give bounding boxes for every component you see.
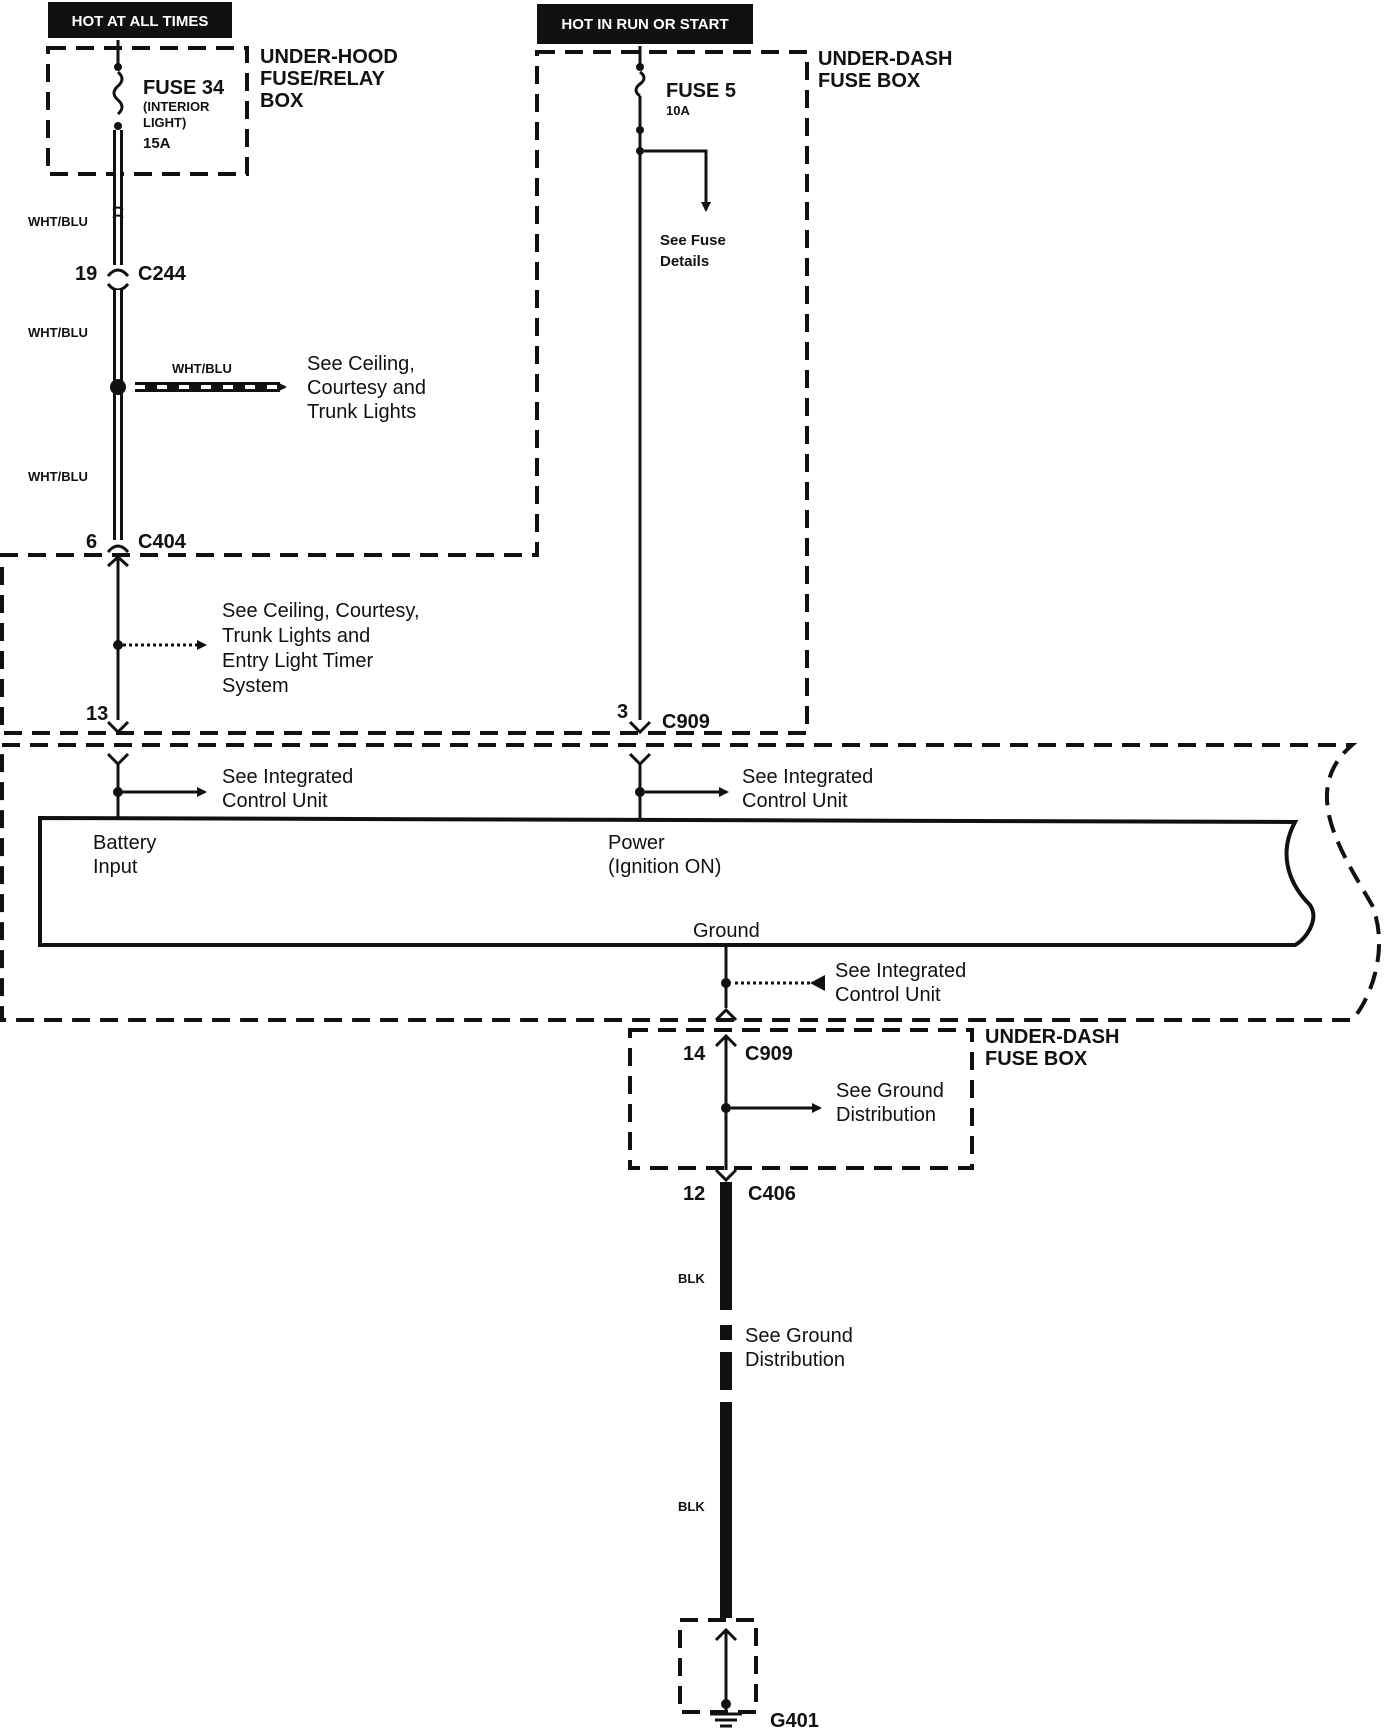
splice-point-upper bbox=[110, 379, 126, 395]
ref-icu-2: See Integrated Control Unit bbox=[742, 766, 873, 812]
branch-fuse-details bbox=[644, 149, 711, 212]
under-dash-fuse-box-lower-label: UNDER-DASH FUSE BOX bbox=[985, 1026, 1119, 1070]
control-unit-body bbox=[38, 815, 1316, 947]
svg-text:15A: 15A bbox=[143, 135, 171, 152]
svg-text:See Fuse: See Fuse bbox=[660, 232, 726, 249]
svg-text:FUSE BOX: FUSE BOX bbox=[818, 70, 921, 92]
svg-text:6: 6 bbox=[86, 531, 97, 553]
svg-text:See Integrated: See Integrated bbox=[742, 766, 873, 788]
svg-text:Control Unit: Control Unit bbox=[742, 790, 848, 812]
fuse-5: FUSE 5 10A bbox=[634, 46, 736, 720]
svg-text:(INTERIOR: (INTERIOR bbox=[143, 99, 210, 114]
svg-text:Control Unit: Control Unit bbox=[222, 790, 328, 812]
svg-text:See Integrated: See Integrated bbox=[835, 960, 966, 982]
wire-label-blk-2: BLK bbox=[678, 1499, 705, 1514]
arrow-icu-3 bbox=[810, 975, 825, 991]
splice-ground-distribution bbox=[721, 1103, 731, 1113]
svg-text:See Ground: See Ground bbox=[836, 1080, 944, 1102]
ref-icu-1: See Integrated Control Unit bbox=[222, 766, 353, 812]
svg-text:(Ignition ON): (Ignition ON) bbox=[608, 856, 721, 878]
svg-text:13: 13 bbox=[86, 703, 108, 725]
svg-text:12: 12 bbox=[683, 1183, 705, 1205]
wire-label-wht-blu-4: WHT/BLU bbox=[28, 469, 88, 484]
connector-pin-power bbox=[628, 752, 729, 818]
under-dash-fuse-box-outline bbox=[0, 50, 809, 735]
svg-text:See Ground: See Ground bbox=[745, 1325, 853, 1347]
svg-text:Distribution: Distribution bbox=[745, 1349, 845, 1371]
fuse-34: FUSE 34 (INTERIOR LIGHT) 15A bbox=[112, 40, 225, 152]
svg-text:Power: Power bbox=[608, 832, 665, 854]
connector-c404: 6 C404 bbox=[86, 531, 187, 568]
svg-text:Details: Details bbox=[660, 253, 709, 270]
svg-text:3: 3 bbox=[617, 701, 628, 723]
under-dash-fuse-box-label: UNDER-DASH FUSE BOX bbox=[818, 48, 952, 92]
under-hood-fuse-box-label: UNDER-HOOD FUSE/RELAY BOX bbox=[260, 46, 398, 112]
wire-label-wht-blu-2: WHT/BLU bbox=[28, 325, 88, 340]
splice-ground-icu bbox=[721, 978, 731, 988]
svg-text:19: 19 bbox=[75, 263, 97, 285]
svg-text:C909: C909 bbox=[662, 711, 710, 733]
svg-text:Battery: Battery bbox=[93, 832, 156, 854]
svg-text:System: System bbox=[222, 675, 289, 697]
ref-ground-distribution-2: See Ground Distribution bbox=[745, 1325, 853, 1371]
svg-text:Courtesy and: Courtesy and bbox=[307, 377, 426, 399]
svg-text:FUSE 34: FUSE 34 bbox=[143, 77, 225, 99]
connector-c406: 12 C406 bbox=[683, 1168, 796, 1205]
g401-ground-outline bbox=[678, 1618, 758, 1714]
svg-text:C406: C406 bbox=[748, 1183, 796, 1205]
splice-point-lower bbox=[113, 640, 123, 650]
svg-text:Trunk Lights and: Trunk Lights and bbox=[222, 625, 370, 647]
under-hood-fuse-box-outline bbox=[46, 46, 249, 176]
connector-c909-pin-3: 3 C909 bbox=[617, 701, 710, 735]
svg-text:FUSE BOX: FUSE BOX bbox=[985, 1048, 1088, 1070]
svg-text:BOX: BOX bbox=[260, 90, 304, 112]
svg-text:C244: C244 bbox=[138, 263, 187, 285]
wire-label-wht-blu-1: WHT/BLU bbox=[28, 214, 88, 229]
wire-label-wht-blu-3: WHT/BLU bbox=[172, 361, 232, 376]
svg-text:14: 14 bbox=[683, 1043, 706, 1065]
svg-text:HOT AT ALL TIMES: HOT AT ALL TIMES bbox=[72, 13, 209, 30]
ref-icu-3: See Integrated Control Unit bbox=[835, 960, 966, 1006]
svg-text:UNDER-HOOD: UNDER-HOOD bbox=[260, 46, 398, 68]
svg-text:See Ceiling,: See Ceiling, bbox=[307, 353, 415, 375]
wire-label-blk-1: BLK bbox=[678, 1271, 705, 1286]
header-hot-in-run-or-start: HOT IN RUN OR START bbox=[537, 4, 753, 44]
svg-text:See Ceiling, Courtesy,: See Ceiling, Courtesy, bbox=[222, 600, 420, 622]
svg-text:Entry Light Timer: Entry Light Timer bbox=[222, 650, 374, 672]
svg-text:Control Unit: Control Unit bbox=[835, 984, 941, 1006]
svg-text:Trunk Lights: Trunk Lights bbox=[307, 401, 416, 423]
svg-text:See Integrated: See Integrated bbox=[222, 766, 353, 788]
connector-pin-battery-input bbox=[106, 752, 207, 818]
svg-text:FUSE 5: FUSE 5 bbox=[666, 80, 736, 102]
connector-c244: 19 C244 bbox=[75, 263, 187, 292]
header-hot-at-all-times: HOT AT ALL TIMES bbox=[48, 2, 232, 38]
svg-text:C909: C909 bbox=[745, 1043, 793, 1065]
svg-text:HOT IN RUN OR START: HOT IN RUN OR START bbox=[561, 16, 728, 33]
ref-ceiling-courtesy-trunk: See Ceiling, Courtesy and Trunk Lights bbox=[307, 353, 426, 423]
wht-blu-wire-upper bbox=[112, 130, 124, 265]
ref-ground-distribution-1: See Ground Distribution bbox=[836, 1080, 944, 1126]
svg-text:UNDER-DASH: UNDER-DASH bbox=[818, 48, 952, 70]
under-dash-fuse-box-lower-outline bbox=[628, 1028, 974, 1170]
connector-c909-pin-14: 14 C909 bbox=[683, 1007, 793, 1065]
svg-text:LIGHT): LIGHT) bbox=[143, 115, 186, 130]
svg-text:Distribution: Distribution bbox=[836, 1104, 936, 1126]
integrated-control-unit-outline bbox=[0, 743, 1381, 1022]
label-battery-input: Battery Input bbox=[93, 832, 156, 878]
svg-text:Input: Input bbox=[93, 856, 138, 878]
label-ground: Ground bbox=[693, 920, 760, 942]
svg-text:C404: C404 bbox=[138, 531, 187, 553]
svg-text:UNDER-DASH: UNDER-DASH bbox=[985, 1026, 1119, 1048]
ref-fuse-details: See Fuse Details bbox=[660, 232, 726, 270]
svg-text:10A: 10A bbox=[666, 103, 690, 118]
ref-ceiling-entry-light-timer: See Ceiling, Courtesy, Trunk Lights and … bbox=[222, 600, 420, 697]
svg-text:G401: G401 bbox=[770, 1710, 819, 1730]
connector-c909-pin-13: 13 bbox=[86, 703, 130, 735]
ground-g401: G401 bbox=[710, 1627, 819, 1730]
svg-text:FUSE/RELAY: FUSE/RELAY bbox=[260, 68, 386, 90]
label-power: Power (Ignition ON) bbox=[608, 832, 721, 878]
